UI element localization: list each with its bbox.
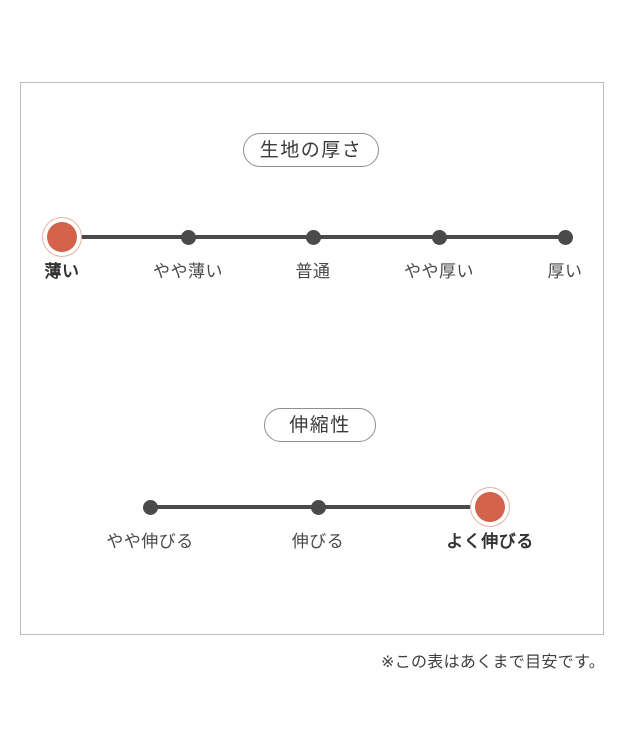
scale-dot-icon <box>180 229 196 245</box>
scale-label-thickness-3: 普通 <box>295 262 331 281</box>
scale-dot-icon <box>310 499 326 515</box>
footnote-text: ※この表はあくまで目安です。 <box>380 654 605 671</box>
scale-label-thickness-5: 厚い <box>547 262 583 281</box>
section-heading-stretch: 伸縮性 <box>264 408 376 442</box>
scale-stretch: やや伸びる 伸びる よく伸びる <box>0 470 625 560</box>
spec-table-frame <box>20 82 604 635</box>
scale-dot-icon <box>557 229 573 245</box>
scale-label-thickness-1: 薄い <box>44 262 80 281</box>
scale-thickness: 薄い やや薄い 普通 やや厚い 厚い <box>0 200 625 290</box>
scale-label-stretch-1: やや伸びる <box>106 532 194 551</box>
scale-dot-icon <box>431 229 447 245</box>
scale-dot-selected-icon <box>47 222 77 252</box>
scale-dot-icon <box>142 499 158 515</box>
scale-dot-icon <box>305 229 321 245</box>
scale-label-stretch-3: よく伸びる <box>446 532 534 551</box>
section-heading-thickness: 生地の厚さ <box>243 133 379 167</box>
scale-label-thickness-2: やや薄い <box>153 262 223 281</box>
scale-label-stretch-2: 伸びる <box>291 532 345 551</box>
scale-dot-selected-icon <box>475 492 505 522</box>
scale-label-thickness-4: やや厚い <box>404 262 474 281</box>
